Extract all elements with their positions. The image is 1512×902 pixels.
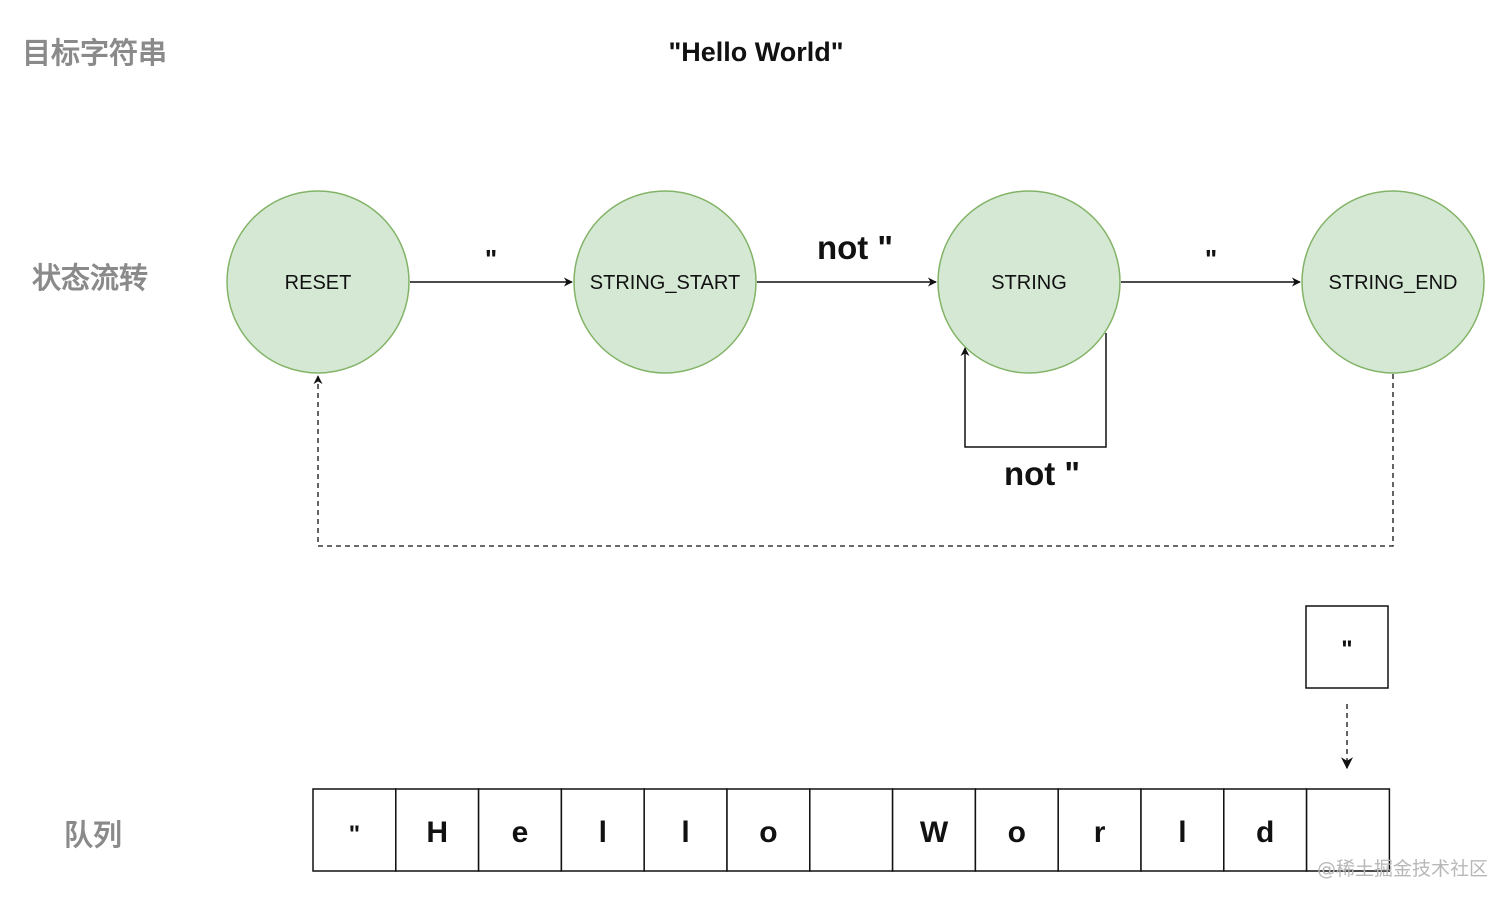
queue-cell-char: r: [1094, 816, 1106, 849]
state-string-end: STRING_END: [1301, 190, 1485, 374]
state-reset-label: RESET: [285, 272, 352, 294]
state-string-end-label: STRING_END: [1329, 272, 1458, 294]
queue-cell: l: [560, 788, 645, 872]
queue-cell: o: [974, 788, 1059, 872]
edge-end-to-reset: [313, 374, 1394, 547]
queue-cell: r: [1057, 788, 1142, 872]
queue-cell-char: o: [759, 816, 777, 849]
queue-cell-char: W: [920, 816, 949, 849]
edge-reset-to-start-label: ": [485, 244, 497, 274]
state-string-start-label: STRING_START: [590, 272, 740, 294]
queue-cell: [1305, 788, 1391, 872]
queue-cell: [809, 788, 894, 872]
queue-label: 队列: [64, 818, 122, 852]
queue-cell: o: [726, 788, 811, 872]
state-string-start: STRING_START: [573, 190, 757, 374]
incoming-char: ": [1341, 636, 1352, 663]
queue-cell-char: ": [349, 821, 360, 848]
queue-cell-char: d: [1256, 816, 1274, 849]
queue-cell: ": [312, 788, 397, 872]
watermark: @稀土掘金技术社区: [1317, 858, 1488, 880]
target-string-value: "Hello World": [668, 37, 843, 67]
queue-cell: H: [395, 788, 480, 872]
queue-cell: e: [477, 788, 563, 872]
incoming-char-box: ": [1305, 605, 1389, 689]
edge-string-self-loop: [960, 333, 1107, 448]
queue-cell: l: [643, 788, 728, 872]
state-string-label: STRING: [991, 272, 1067, 294]
state-string: STRING: [937, 190, 1121, 374]
queue-cell-char: H: [426, 816, 448, 849]
edge-string-self-loop-label: not ": [1004, 455, 1080, 492]
queue-cell: l: [1140, 788, 1225, 872]
queue-cell-char: l: [599, 816, 607, 849]
edge-start-to-string-label: not ": [817, 229, 893, 266]
queue-cell-char: e: [512, 816, 529, 849]
queue-cell: W: [891, 788, 977, 872]
state-flow-label: 状态流转: [32, 261, 148, 295]
state-reset: RESET: [226, 190, 410, 374]
target-string-label: 目标字符串: [22, 36, 167, 70]
edge-string-to-end-label: ": [1205, 244, 1217, 274]
queue-cell-char: l: [1178, 816, 1186, 849]
queue-cell: d: [1223, 788, 1308, 872]
queue-cell-char: o: [1008, 816, 1026, 849]
queue-cell-char: l: [681, 816, 689, 849]
